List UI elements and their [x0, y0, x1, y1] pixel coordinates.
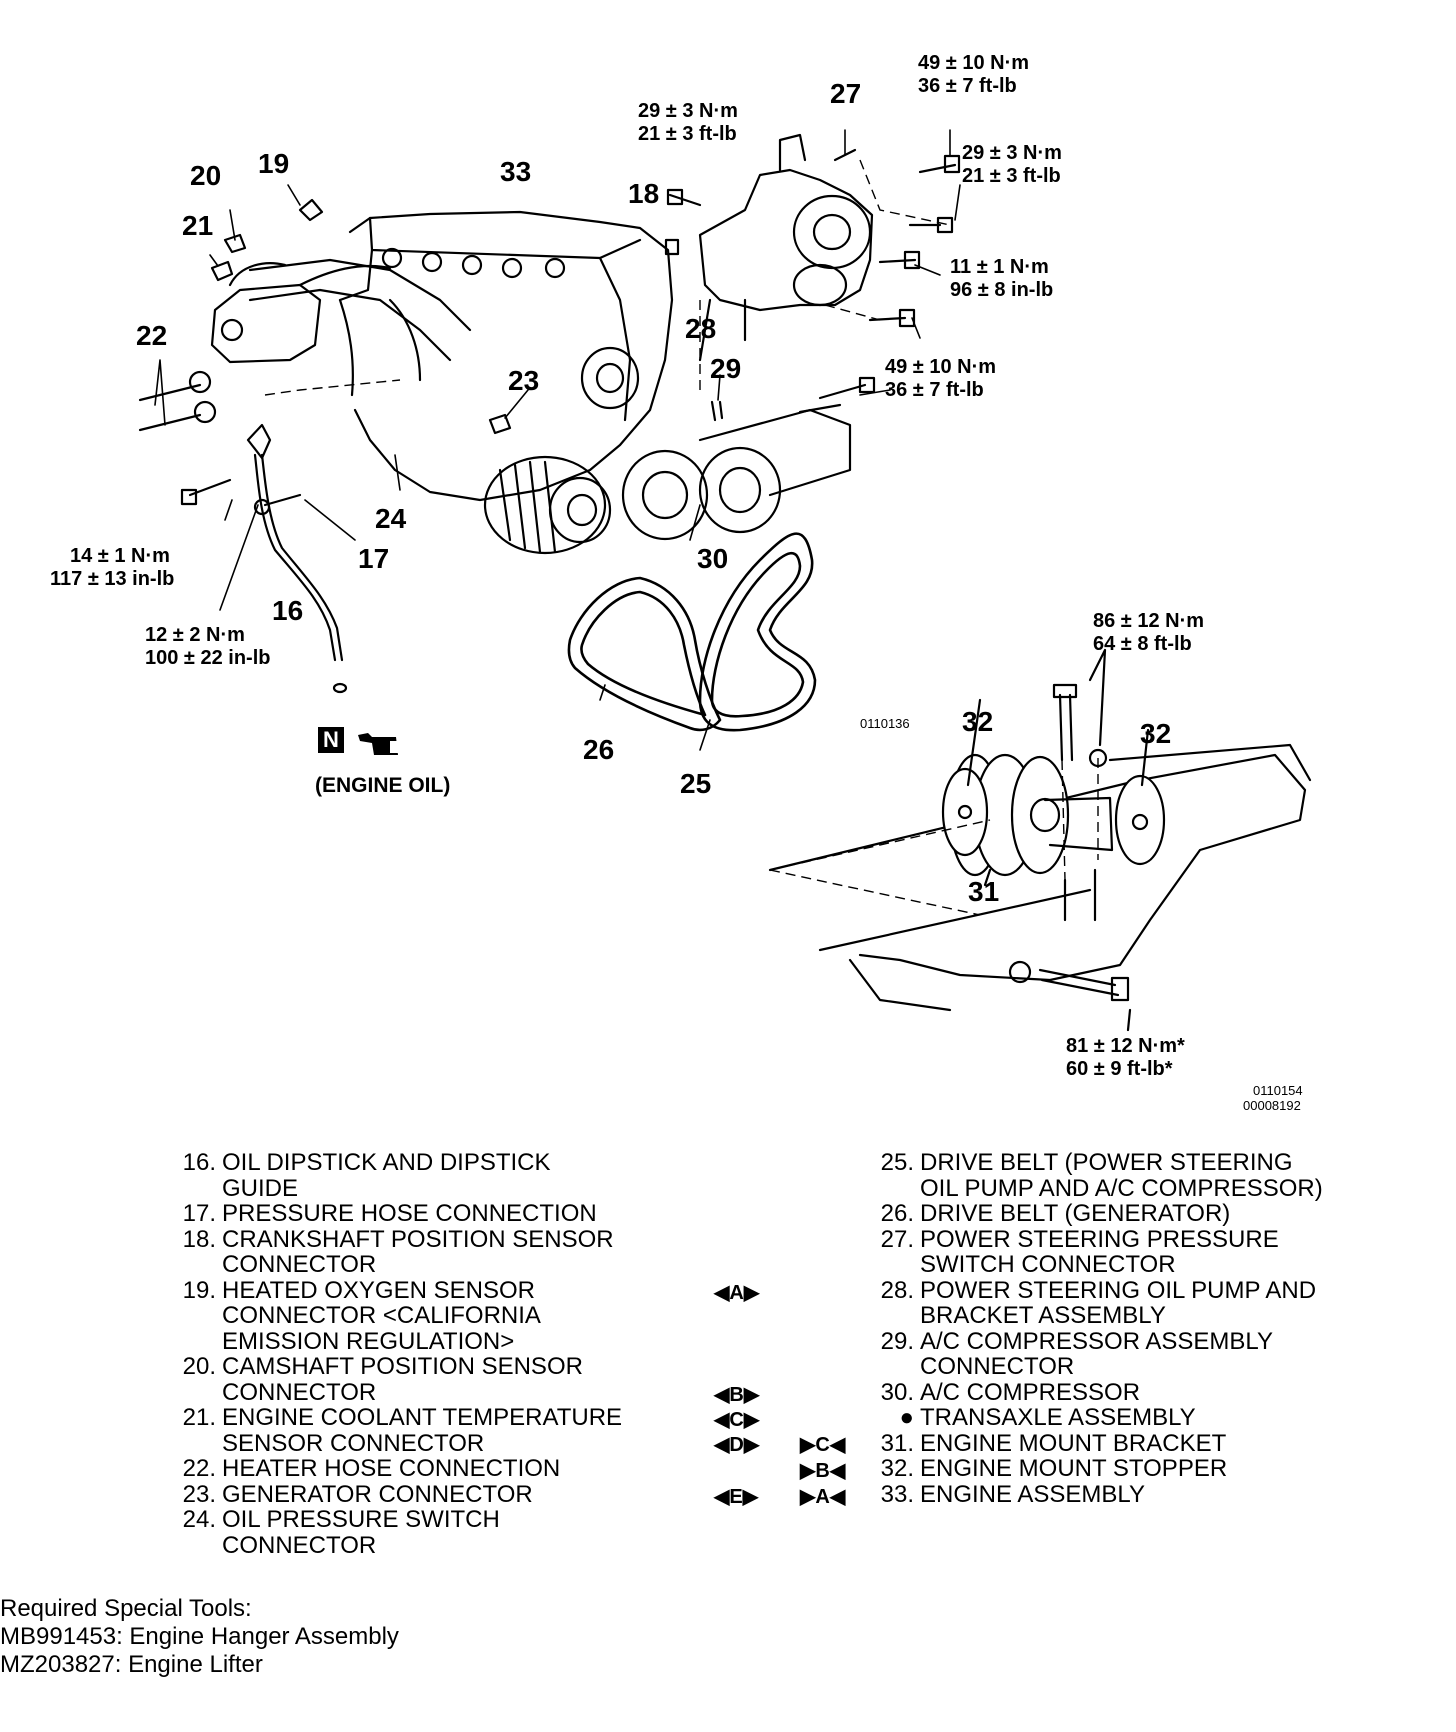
torque-spec: 81 ± 12 N·m*60 ± 9 ft-lb*: [1066, 1035, 1185, 1080]
legend-item: ●TRANSAXLE ASSEMBLY: [899, 1404, 1196, 1431]
callout-25: 25: [680, 768, 712, 799]
drive-belt-drawing: [567, 532, 817, 732]
ac-compressor-drawing: [621, 403, 852, 541]
callout-27: 27: [830, 78, 862, 109]
leader-lines: [154, 129, 961, 751]
callout-29: 29: [710, 353, 742, 384]
figure-code: 00008192: [1243, 1098, 1301, 1113]
legend-item: 31.ENGINE MOUNT BRACKET: [880, 1429, 1227, 1457]
legend-item: 32.ENGINE MOUNT STOPPER: [880, 1455, 1228, 1482]
legend-item: 23.GENERATOR CONNECTOR: [182, 1480, 533, 1508]
callout-26: 26: [583, 734, 615, 765]
callout-32-right: 32: [1140, 718, 1172, 749]
required-special-tools: Required Special Tools: MB991453: Engine…: [0, 1595, 399, 1679]
engine-oil-symbol: N: [318, 727, 402, 759]
callout-17: 17: [358, 543, 390, 574]
removal-mark-b: ◀B▶: [714, 1384, 760, 1406]
legend-item: 22.HEATER HOSE CONNECTION: [182, 1455, 561, 1482]
install-mark-a: ▶A◀: [800, 1486, 846, 1508]
callout-22: 22: [136, 320, 168, 351]
legend-item: 30.A/C COMPRESSOR: [880, 1378, 1141, 1406]
engine-assembly-drawing: [210, 210, 674, 502]
tool-item: MZ203827: Engine Lifter: [0, 1651, 263, 1678]
callout-21: 21: [182, 210, 214, 241]
generator-drawing: [483, 455, 612, 555]
removal-mark-e: ◀E▶: [714, 1486, 759, 1508]
install-mark-b: ▶B◀: [800, 1460, 846, 1482]
legend-item: 26.DRIVE BELT (GENERATOR): [880, 1200, 1231, 1227]
tool-item: MB991453: Engine Hanger Assembly: [0, 1623, 399, 1650]
tools-heading: Required Special Tools:: [0, 1595, 252, 1622]
oil-can-icon: [358, 733, 399, 755]
removal-mark-c: ◀C▶: [714, 1409, 760, 1431]
n-symbol: N: [318, 727, 344, 754]
callout-23: 23: [508, 365, 540, 396]
removal-mark-d: ◀D▶: [714, 1434, 760, 1456]
callout-33: 33: [500, 156, 532, 187]
engine-oil-label: (ENGINE OIL): [315, 774, 451, 797]
callout-24: 24: [375, 503, 407, 534]
callout-16: 16: [272, 595, 304, 626]
dashed-lines: [264, 159, 1099, 916]
bolt-drawings: [138, 148, 961, 516]
figure-code: 0110154: [1253, 1083, 1303, 1098]
callout-20: 20: [190, 160, 222, 191]
callout-31: 31: [968, 876, 1000, 907]
oil-dipstick-drawing: [246, 423, 348, 694]
legend-item: 17.PRESSURE HOSE CONNECTION: [182, 1200, 597, 1227]
power-steering-pump-drawing: [698, 133, 874, 362]
callout-19: 19: [258, 148, 290, 179]
figure-code: 0110136: [860, 716, 910, 731]
callout-28: 28: [685, 313, 717, 344]
install-mark-c: ▶C◀: [800, 1434, 846, 1456]
engine-removal-exploded-diagram: [138, 129, 1312, 1032]
engine-mount-inset-drawing: [768, 648, 1312, 1032]
callout-30: 30: [697, 543, 729, 574]
removal-mark-a: ◀A▶: [714, 1282, 760, 1304]
legend-item: 33.ENGINE ASSEMBLY: [880, 1480, 1145, 1508]
callout-32-left: 32: [962, 706, 994, 737]
callout-18: 18: [628, 178, 660, 209]
